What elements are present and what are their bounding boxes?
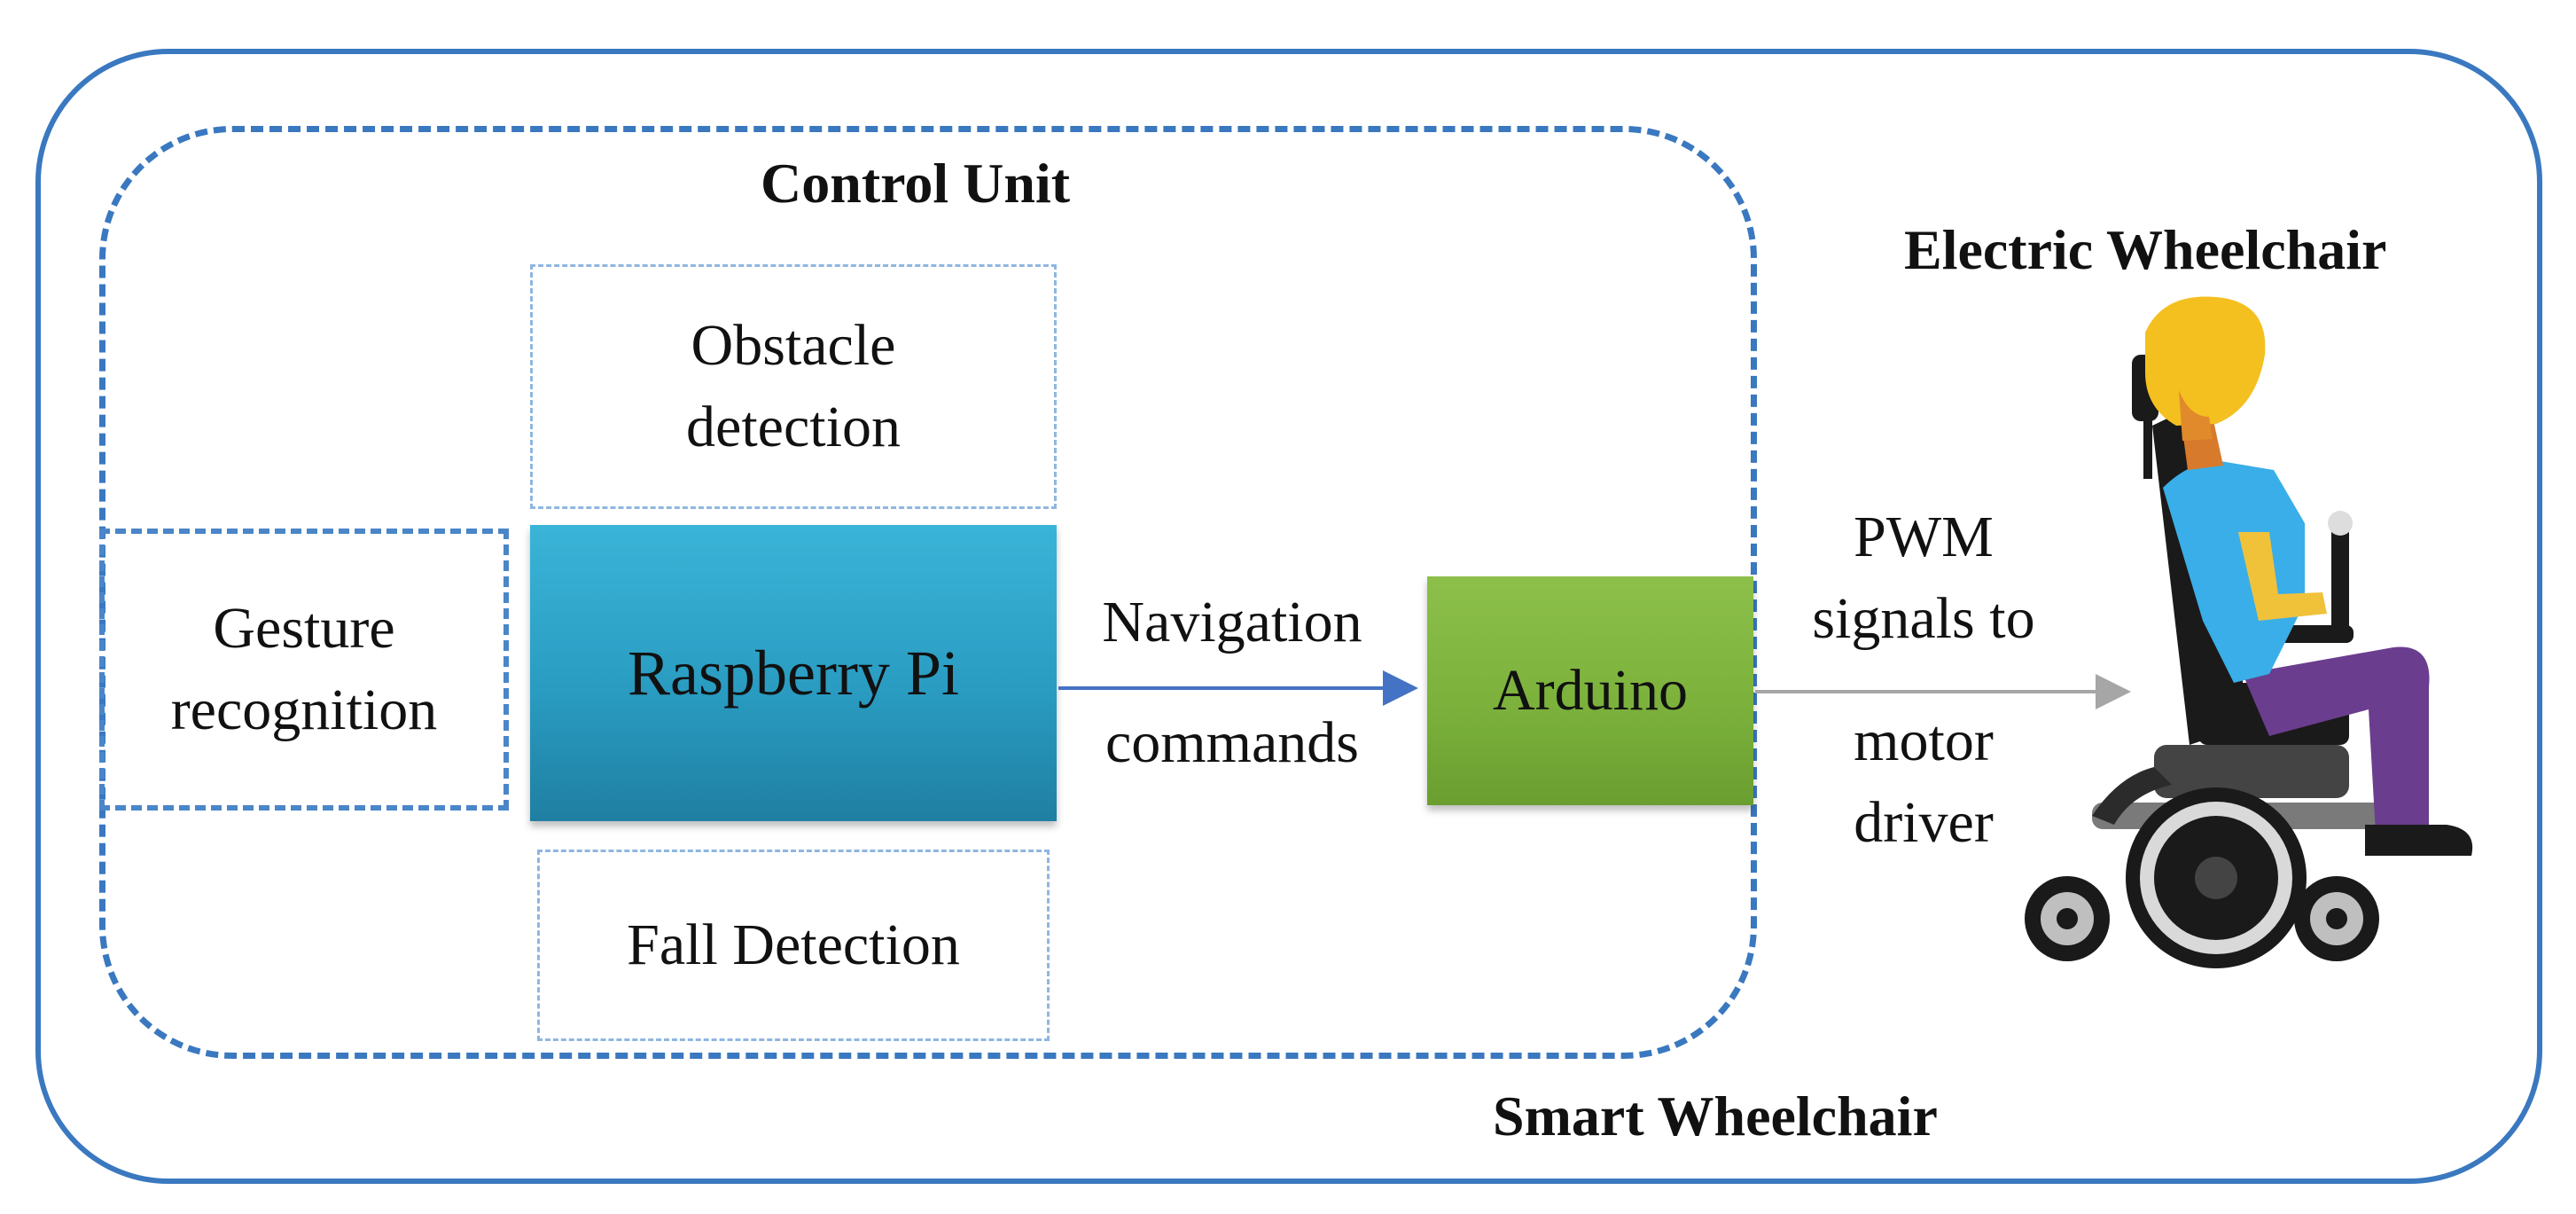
smart-wheelchair-label: Smart Wheelchair: [1493, 1085, 1938, 1147]
pwm-signals-label-top: PWM signals to: [1773, 497, 2074, 660]
obstacle-detection-line1: Obstacle: [691, 313, 896, 378]
pwm-signals-label-bottom: motor driver: [1773, 701, 2074, 864]
gesture-recognition-block: Gesture recognition: [99, 529, 509, 811]
driver-label: driver: [1854, 790, 1994, 855]
raspberry-pi-block: Raspberry Pi: [530, 525, 1057, 821]
arduino-label: Arduino: [1493, 658, 1688, 723]
smart-wheelchair-frame: [35, 49, 2542, 1184]
raspberry-pi-label: Raspberry Pi: [628, 637, 959, 709]
signals-to-label: signals to: [1812, 586, 2035, 651]
navigation-commands-label-top: Navigation: [1064, 582, 1401, 663]
motor-label: motor: [1854, 709, 1994, 773]
arduino-block: Arduino: [1427, 576, 1753, 805]
navigation-commands-label-bottom: commands: [1064, 702, 1401, 784]
gesture-recognition-line2: recognition: [170, 677, 438, 742]
control-unit-label: Control Unit: [761, 152, 1071, 215]
fall-detection-block: Fall Detection: [537, 850, 1050, 1041]
gesture-recognition-line1: Gesture: [213, 596, 395, 661]
electric-wheelchair-label: Electric Wheelchair: [1904, 218, 2387, 281]
fall-detection-label: Fall Detection: [627, 912, 960, 977]
pwm-label: PWM: [1854, 505, 1994, 569]
obstacle-detection-block: Obstacle detection: [530, 264, 1057, 509]
obstacle-detection-line2: detection: [686, 395, 901, 459]
commands-label: commands: [1105, 710, 1359, 775]
navigation-label: Navigation: [1102, 590, 1362, 654]
